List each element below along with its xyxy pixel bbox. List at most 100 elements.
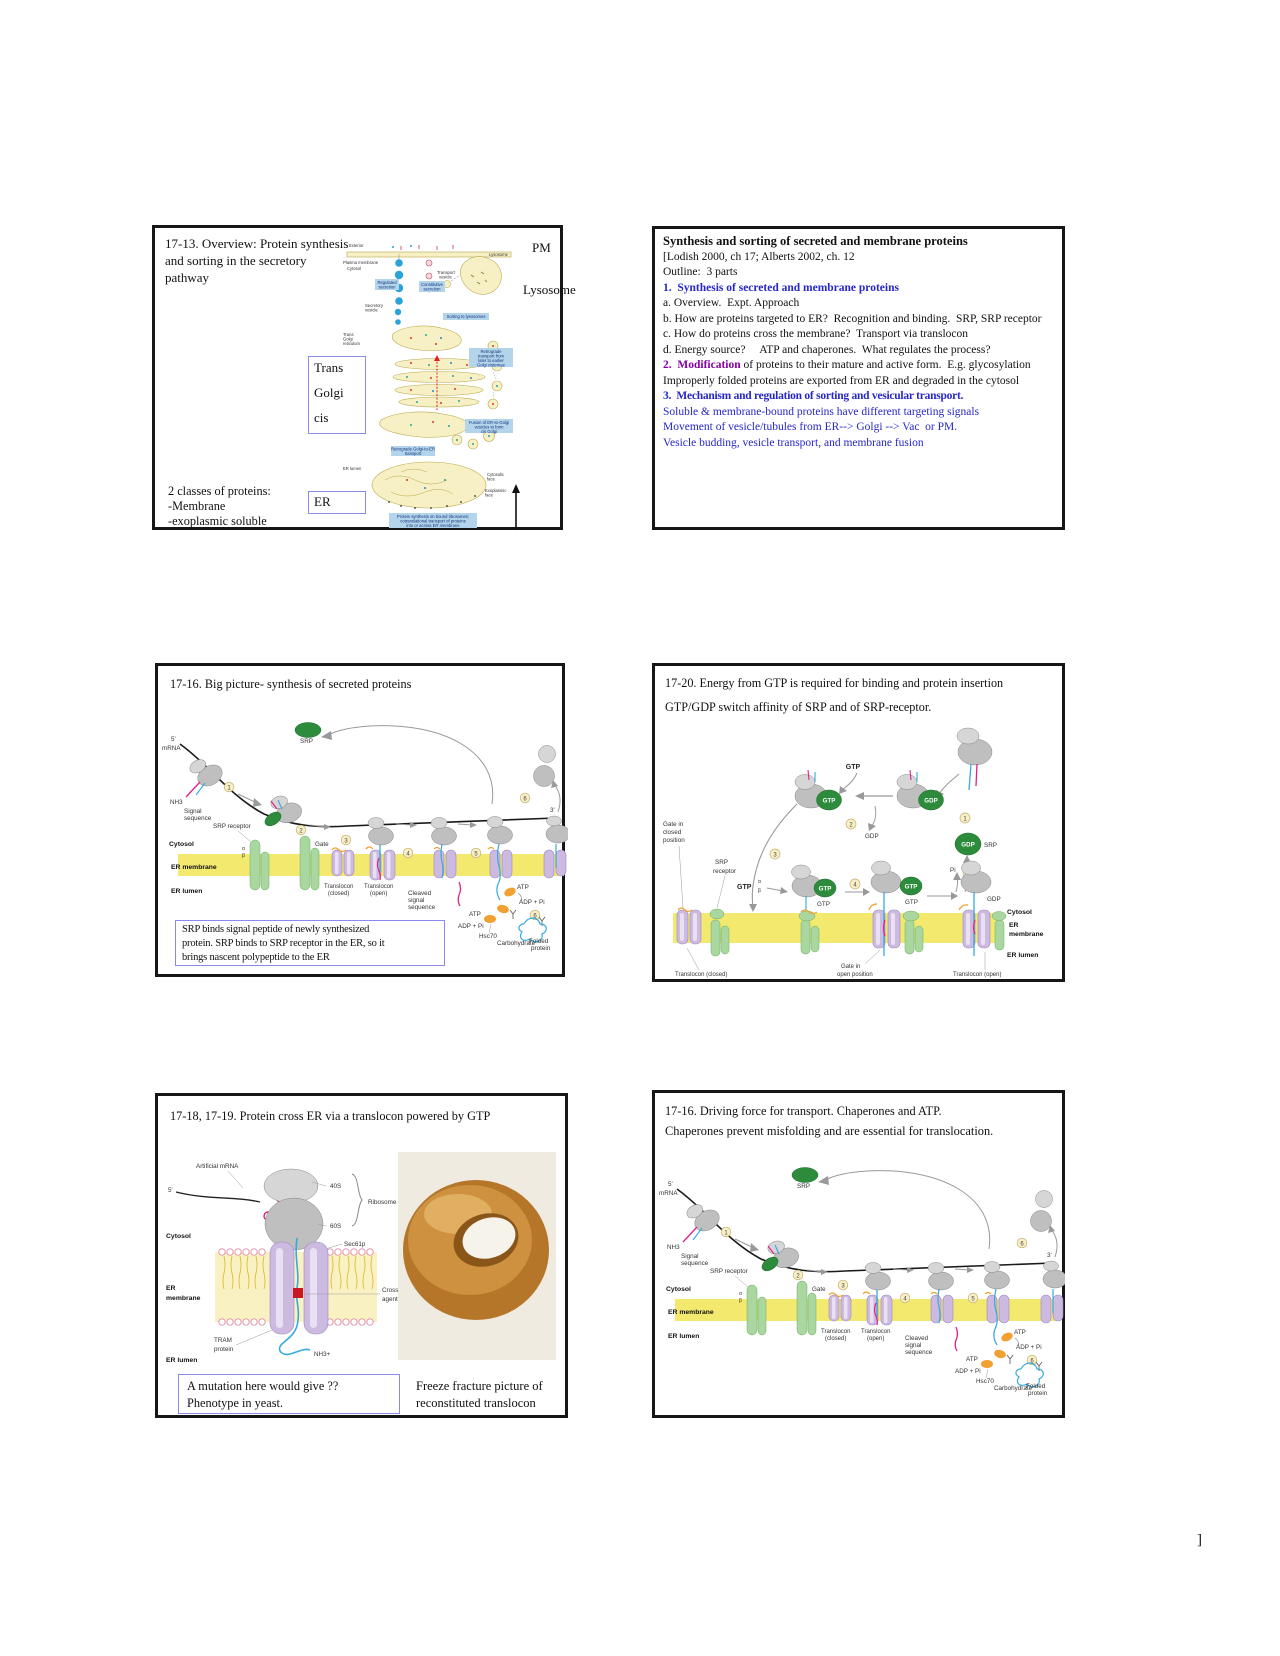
outline-parts: Outline: 3 parts <box>663 266 738 278</box>
arrow-4-5 <box>457 822 477 828</box>
stray-bracket: ] <box>1197 1532 1202 1548</box>
svg-text:protein: protein <box>531 945 551 952</box>
folded-protein-label: Folded <box>529 938 549 945</box>
svg-text:signal: signal <box>905 1342 921 1349</box>
translocon-open-label: Translocon <box>364 884 393 890</box>
cis-label: cis <box>314 410 329 425</box>
er-box: ER <box>308 491 366 514</box>
svg-text:(closed): (closed) <box>825 1336 846 1342</box>
hsc70-chaperone <box>1001 1332 1013 1342</box>
outline-item-1d: d. Energy source? ATP and chaperones. Wh… <box>663 343 991 356</box>
srp-note-box: SRP binds signal peptide of newly synthe… <box>175 920 445 966</box>
svg-text:position: position <box>663 837 685 844</box>
svg-text:4: 4 <box>853 882 857 888</box>
translocating-chain <box>496 843 501 901</box>
outline-part3-b: Movement of vesicle/tubules from ER--> G… <box>663 421 958 433</box>
step-4-badge: 4 <box>899 1292 911 1304</box>
folded-protein <box>1015 1362 1044 1388</box>
svg-text:GTP: GTP <box>905 899 918 906</box>
rough-er-organelle <box>371 461 487 509</box>
translocon-closed-caption: Translocon (closed) <box>675 972 727 978</box>
step-2-badge: 2 <box>295 824 307 836</box>
slide-gtp-energy: 17-20. Energy from GTP is required for b… <box>652 663 1065 982</box>
pi-label: Pi <box>950 867 956 874</box>
step-6-badge-lower: 6 <box>529 909 541 921</box>
srp-bound <box>761 1256 779 1272</box>
secretory-pathway-svg: Exterior Plasma membrane Cytosol Lysosom… <box>343 243 520 530</box>
transport-vesicle-label: Transport <box>437 270 456 275</box>
golgi-cisternae <box>392 355 486 410</box>
svg-text:protein: protein <box>214 1346 234 1353</box>
arrow-2-3 <box>309 824 331 830</box>
arrow-1-2 <box>734 1238 759 1252</box>
svg-text:Golgi cisternae: Golgi cisternae <box>477 362 506 367</box>
svg-text:vesicles to form: vesicles to form <box>474 424 504 429</box>
svg-text:4: 4 <box>903 1296 907 1302</box>
golgi-label: Golgi <box>314 385 344 400</box>
cytosol-label: Cytosol <box>1007 909 1032 916</box>
folded-protein-label: Folded <box>1026 1383 1046 1390</box>
svg-text:1: 1 <box>963 816 967 822</box>
signal-peptide <box>682 1226 698 1243</box>
svg-text:transport from: transport from <box>478 353 505 358</box>
translocon-closed-label: Translocon <box>821 1329 850 1335</box>
er-lumen-label: ER lumen <box>166 1357 197 1364</box>
step-5-badge: 5 <box>967 1292 979 1304</box>
slide-overview-secretory-pathway: 17-13. Overview: Protein synthesis and s… <box>152 225 576 530</box>
nh3-label: NH3+ <box>314 1351 331 1358</box>
gdp-right-label: GDP <box>987 896 1001 903</box>
carbohydrate-label: Carbohydrate <box>994 1385 1033 1392</box>
svg-text:Sorting to lysosomes: Sorting to lysosomes <box>447 314 486 319</box>
arrow-3-4 <box>395 822 417 828</box>
outline-part2-note: Improperly folded proteins are exported … <box>663 374 1020 387</box>
svg-text:face: face <box>485 493 494 498</box>
slide3-title: 17-16. Big picture- synthesis of secrete… <box>170 677 412 691</box>
svg-text:cis Golgi: cis Golgi <box>481 429 497 434</box>
svg-text:Protein synthesis on bound rib: Protein synthesis on bound ribosomes; <box>397 514 469 519</box>
cis-golgi-reticulum <box>379 411 469 438</box>
fig-17-16-diagram: SRP 5' mRNA 3' NH3 Signal sequence 1 2 <box>659 1167 1068 1397</box>
srp-receptor-1 <box>709 908 730 957</box>
er-membrane-label: ER <box>166 1285 176 1292</box>
er-lumen-label: ER lumen <box>1007 952 1038 959</box>
svg-text:2: 2 <box>796 1273 800 1279</box>
translocon-5 <box>543 849 567 879</box>
svg-text:vesicle: vesicle <box>365 308 378 313</box>
svg-text:1: 1 <box>724 1230 728 1236</box>
mrna-label: mRNA <box>162 745 181 752</box>
gate-open-caption: Gate in <box>841 964 860 970</box>
svg-text:Golgi: Golgi <box>343 337 353 342</box>
svg-text:later to earlier: later to earlier <box>478 358 504 363</box>
srp-receptor-label: SRP receptor <box>213 823 251 830</box>
cytosolic-face-label: Cytosolic <box>487 472 504 477</box>
slide4-title-2: GTP/GDP switch affinity of SRP and of SR… <box>665 700 932 714</box>
er-to-golgi-vesicles <box>451 430 495 450</box>
er-membrane-label: ER <box>1009 922 1019 929</box>
er-lumen-label: ER lumen <box>668 1333 699 1340</box>
five-prime-label: 5' <box>668 1181 673 1188</box>
signal-sequence-label: Signal <box>184 808 202 815</box>
lysosome-label: Lysosome <box>523 282 576 297</box>
translocon-open <box>862 1291 893 1326</box>
svg-text:receptor: receptor <box>713 868 736 875</box>
adp-pi2-label: ADP + Pi <box>458 923 484 930</box>
beta-label: β <box>739 1298 742 1304</box>
svg-text:Retrograde: Retrograde <box>481 349 503 354</box>
retrograde-golgi-vesicles <box>487 340 503 410</box>
nh3-label: NH3 <box>667 1244 680 1251</box>
free-ribosome <box>956 727 993 791</box>
svg-text:Regulated: Regulated <box>377 280 397 285</box>
lysosome-small-label: Lysosome <box>489 252 509 257</box>
gdp-ball-label: GDP <box>924 798 937 805</box>
slide1-title: 17-13. Overview: Protein synthesis and s… <box>165 236 349 285</box>
protein-synthesis-callout: Protein synthesis on bound ribosomes; co… <box>389 513 477 528</box>
signal-sequence-label: Signal <box>681 1253 699 1260</box>
svg-text:cotranslational transport of p: cotranslational transport of proteins <box>400 518 465 523</box>
crosslink-site <box>293 1288 303 1298</box>
outline-item-1c: c. How do proteins cross the membrane? T… <box>663 328 969 340</box>
step-2-badge: 2 <box>792 1269 804 1281</box>
er-label: ER <box>314 494 331 509</box>
folded-protein <box>518 917 547 943</box>
svg-text:GTP: GTP <box>905 884 918 891</box>
cytosol-label: Cytosol <box>169 841 194 848</box>
